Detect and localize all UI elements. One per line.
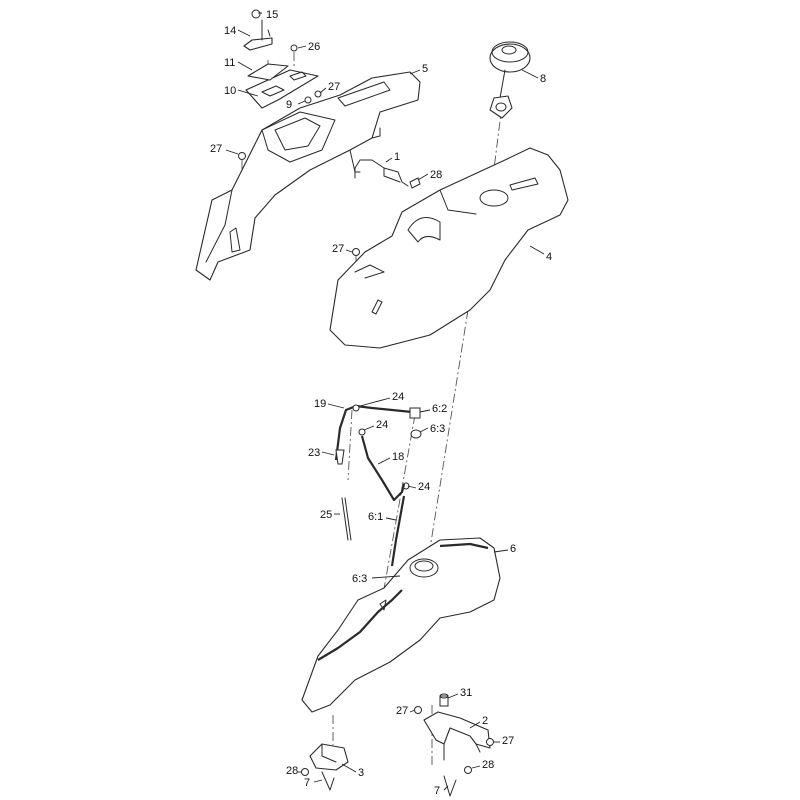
callout-31: 31 [460, 687, 472, 699]
part-2-bracket [423, 711, 491, 761]
alignment-lines [241, 52, 503, 765]
callout-24-a: 24 [392, 391, 404, 403]
callout-8: 8 [540, 73, 546, 85]
callout-3: 3 [358, 767, 364, 779]
part-31-fastener [439, 693, 449, 707]
callout-11: 11 [224, 57, 235, 69]
callout-5: 5 [422, 63, 428, 75]
callout-27-top: 27 [328, 81, 340, 93]
part-28-screw [409, 177, 421, 189]
callout-25: 25 [320, 509, 332, 521]
callout-6-3-lower: 6:3 [352, 573, 367, 585]
callout-6: 6 [510, 543, 516, 555]
callout-6-3-upper: 6:3 [430, 423, 445, 435]
leader-lines [225, 12, 545, 791]
callout-28-bottom-left: 28 [286, 765, 298, 777]
part-27-28-fasteners-bottom [301, 706, 494, 776]
parts-10-11-top-plates [245, 63, 319, 109]
callout-24-b: 24 [376, 419, 388, 431]
part-6-2-fitting [409, 407, 421, 419]
callout-24-c: 24 [418, 481, 430, 493]
part-1-bracket [354, 159, 409, 187]
callout-15: 15 [266, 9, 278, 21]
callout-27-left: 27 [210, 143, 222, 155]
part-6-1-tube [390, 495, 406, 567]
callout-2: 2 [482, 715, 488, 727]
callout-28-bottom-right: 28 [482, 759, 494, 771]
callout-9: 9 [286, 99, 292, 111]
callout-10: 10 [224, 85, 236, 97]
part-7-clips [321, 771, 457, 797]
part-9-27-fasteners-top [238, 90, 360, 256]
callout-labels: 15 14 26 11 10 27 9 5 8 27 1 28 27 4 19 … [210, 9, 552, 797]
callout-19: 19 [314, 398, 326, 410]
part-25-cable-tie [341, 497, 352, 541]
part-26-screw [290, 44, 298, 52]
part-23-valve [335, 449, 345, 465]
part-19-hose [334, 404, 413, 461]
callout-27-bottom-right: 27 [502, 735, 514, 747]
callout-28-upper: 28 [430, 169, 442, 181]
callout-27-bottom-left: 27 [396, 705, 408, 717]
callout-6-2: 6:2 [432, 403, 447, 415]
callout-7-right: 7 [434, 785, 440, 797]
callout-6-1: 6:1 [368, 511, 383, 523]
callout-4: 4 [546, 251, 552, 263]
callout-27-mid: 27 [332, 243, 344, 255]
part-5-upper-panel [195, 71, 421, 281]
callout-18: 18 [392, 451, 404, 463]
part-8-fuel-cap [489, 41, 531, 119]
callout-23: 23 [308, 447, 320, 459]
callout-7-left: 7 [304, 777, 310, 789]
part-6-fuel-tank [301, 537, 501, 713]
part-14-15-knob [243, 9, 273, 51]
part-3-bracket [309, 743, 349, 771]
callout-26: 26 [308, 41, 320, 53]
callout-1: 1 [394, 151, 400, 163]
part-18-hose [360, 435, 406, 502]
callout-14: 14 [224, 25, 236, 37]
part-4-body-fender [329, 147, 569, 349]
